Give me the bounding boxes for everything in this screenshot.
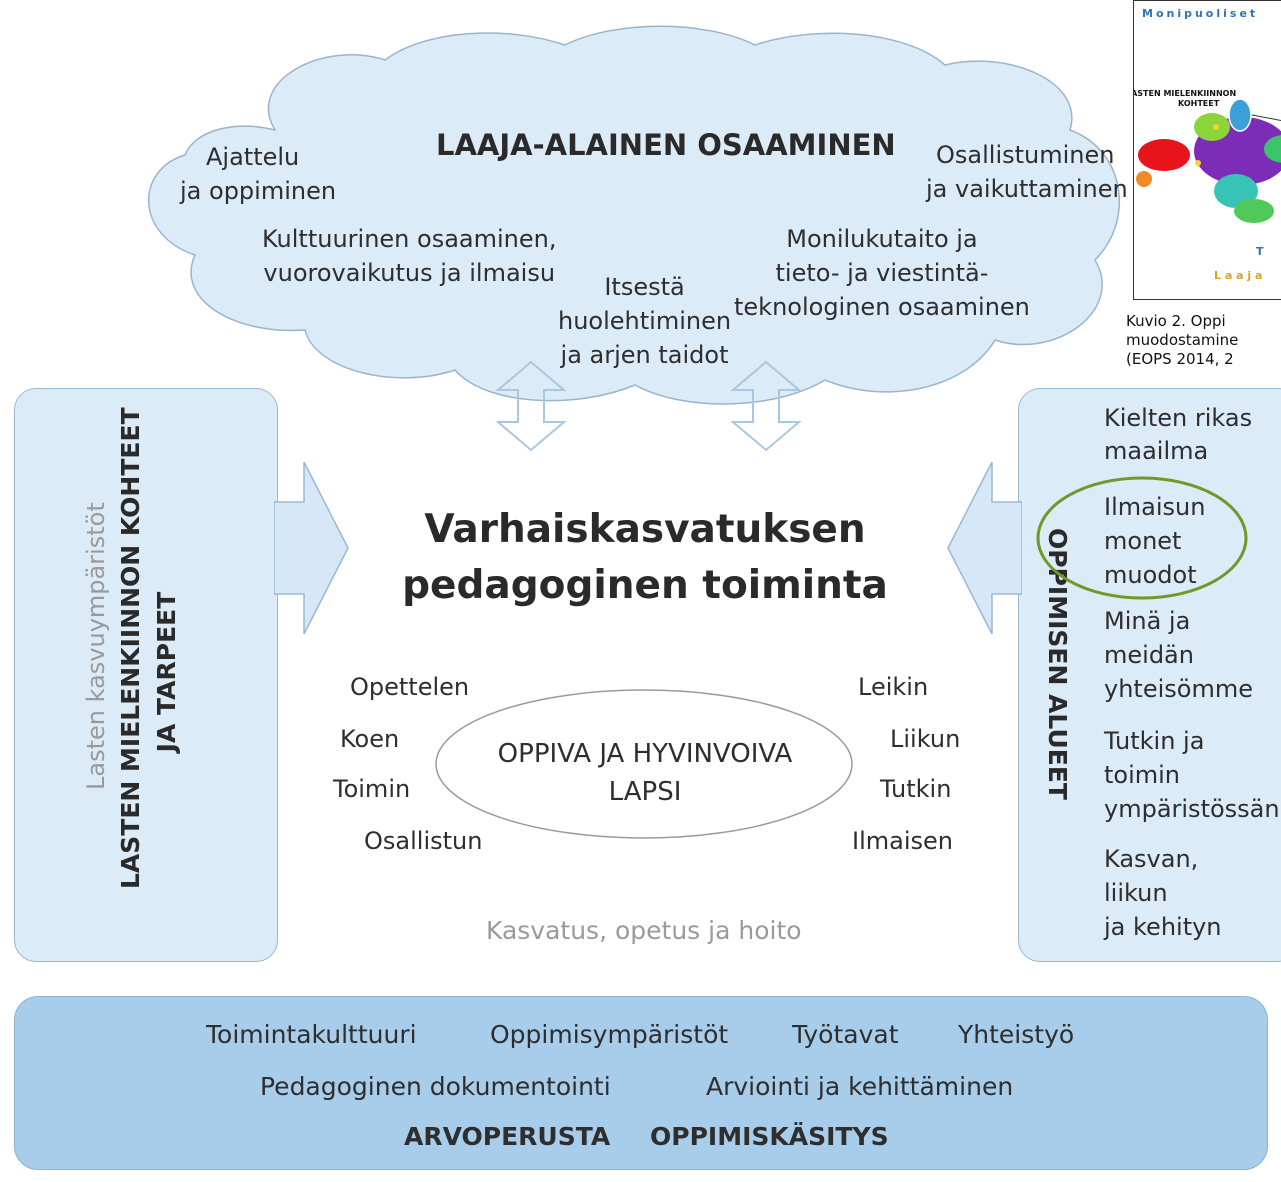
competence-participation: Osallistuminen ja vaikuttaminen [926, 141, 1128, 203]
inset-footer-word: L a a j a [1214, 269, 1263, 282]
foundation-band [14, 996, 1268, 1170]
inset-figure: Monipuoliset LASTEN MIELENKIINNON KOHTEE… [1133, 0, 1281, 300]
foundation-value-base: ARVOPERUSTA [404, 1122, 611, 1151]
verb-participate: Osallistun [364, 827, 483, 855]
center-footer: Kasvatus, opetus ja hoito [486, 916, 802, 945]
verb-move: Liikun [890, 725, 961, 753]
verb-learn: Opettelen [350, 673, 470, 701]
verb-play: Leikin [858, 673, 929, 701]
area-community: Minä ja meidän yhteisömme [1104, 607, 1253, 703]
competence-thinking: Ajattelu ja oppiminen [180, 143, 337, 205]
area-growth: Kasvan, liikun ja kehityn [1104, 845, 1222, 941]
child-ellipse [435, 689, 853, 839]
left-panel [14, 388, 278, 962]
foundation-item: Oppimisympäristöt [490, 1020, 729, 1049]
foundation-item: Pedagoginen dokumentointi [260, 1072, 611, 1101]
cloud-shape [148, 25, 1121, 405]
competence-multiliteracy: Monilukutaito ja tieto- ja viestintä- te… [734, 225, 1030, 321]
right-panel [1018, 388, 1281, 962]
verb-act: Toimin [333, 775, 411, 803]
double-arrow-left [495, 360, 567, 452]
inset-label: LASTEN MIELENKIINNON KOHTEET [1133, 89, 1237, 108]
foundation-item: Työtavat [792, 1020, 899, 1049]
competence-selfcare: Itsestä huolehtiminen ja arjen taidot [558, 273, 732, 369]
area-language: Kielten rikas maailma [1104, 404, 1253, 465]
verb-experience: Koen [340, 725, 400, 753]
left-arrow [274, 462, 349, 634]
verb-explore: Tutkin [880, 775, 952, 803]
inset-bubbles [1136, 98, 1281, 223]
cloud-title: LAAJA-ALAINEN OSAAMINEN [436, 128, 896, 162]
left-panel-title: LASTEN MIELENKIINNON KOHTEET JA TARPEET [116, 407, 181, 889]
area-environment: Tutkin ja toimin ympäristössäni [1104, 727, 1281, 823]
competence-cultural: Kulttuurinen osaaminen, vuorovaikutus ja… [262, 225, 557, 287]
right-arrow [947, 462, 1022, 634]
inset-footer-letter: T [1256, 245, 1264, 258]
foundation-item: Arviointi ja kehittäminen [706, 1072, 1014, 1101]
foundation-item: Yhteistyö [958, 1020, 1075, 1049]
inset-header: Monipuoliset [1142, 7, 1259, 20]
foundation-item: Toimintakulttuuri [206, 1020, 417, 1049]
inset-caption: Kuvio 2. Oppi muodostamine (EOPS 2014, 2 [1126, 312, 1239, 368]
center-title: Varhaiskasvatuksen pedagoginen toiminta [402, 507, 888, 608]
verb-express: Ilmaisen [852, 827, 953, 855]
foundation-learning-concept: OPPIMISKÄSITYS [650, 1122, 889, 1151]
double-arrow-right [730, 360, 802, 452]
area-expression: Ilmaisun monet muodot [1104, 493, 1206, 589]
child-label: OPPIVA JA HYVINVOIVA LAPSI [497, 739, 793, 807]
highlight-ellipse [1036, 476, 1248, 600]
